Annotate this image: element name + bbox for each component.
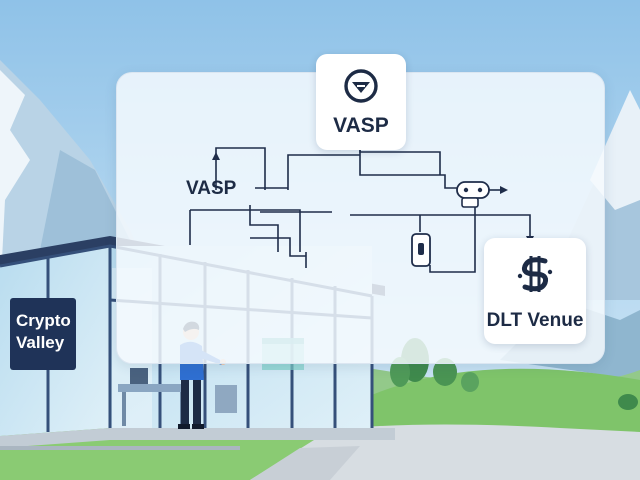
crypto-valley-sign: Crypto Valley <box>10 298 76 370</box>
vasp-left-label[interactable]: VASP <box>186 178 237 199</box>
vasp-shield-icon <box>344 69 378 103</box>
dlt-venue-card[interactable]: DLT Venue <box>484 238 586 344</box>
vasp-top-label: VASP <box>333 114 389 137</box>
sign-text: Crypto Valley <box>16 311 71 352</box>
dlt-s-logo-icon <box>517 256 553 292</box>
vasp-top-card[interactable]: VASP <box>316 54 406 150</box>
dlt-venue-label: DLT Venue <box>486 310 584 331</box>
